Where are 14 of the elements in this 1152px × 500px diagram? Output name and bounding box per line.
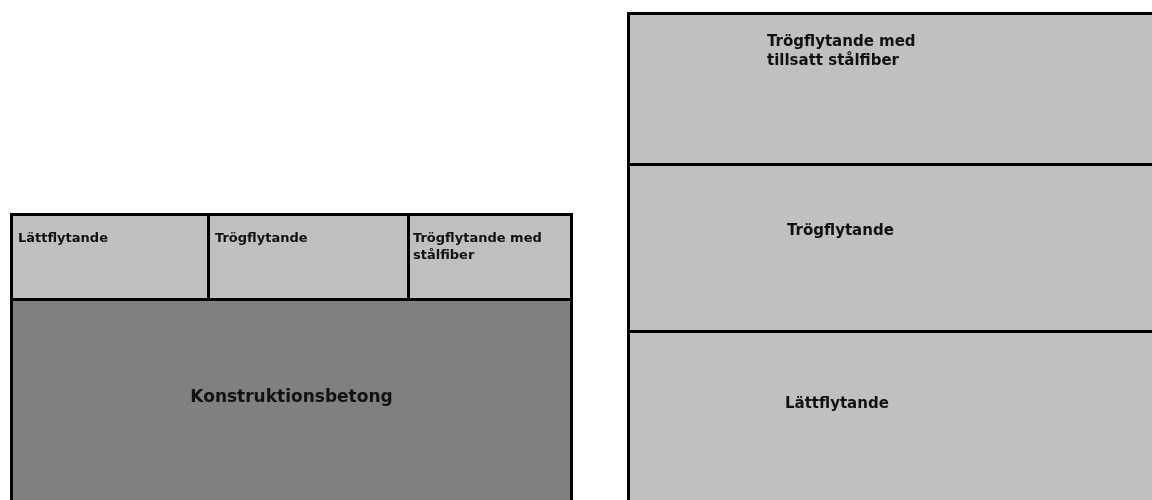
base-layer-box xyxy=(10,298,573,500)
layer-label: Lättflytande xyxy=(785,394,890,413)
layer-box xyxy=(207,213,410,301)
layer-label: Konstruktionsbetong xyxy=(189,386,394,407)
layer-band xyxy=(627,163,1152,333)
layer-label: Trögflytande med tillsatt stålfiber xyxy=(767,32,917,70)
layer-label: Trögflytande xyxy=(787,221,895,240)
layer-band xyxy=(627,330,1152,500)
layer-band xyxy=(627,12,1152,166)
layer-label: Lättflytande xyxy=(18,229,109,246)
layer-label: Trögflytande xyxy=(215,229,309,246)
layer-label: Trögflytande med stålfiber xyxy=(413,229,543,263)
layer-box xyxy=(10,213,210,301)
layer-box xyxy=(407,213,573,301)
